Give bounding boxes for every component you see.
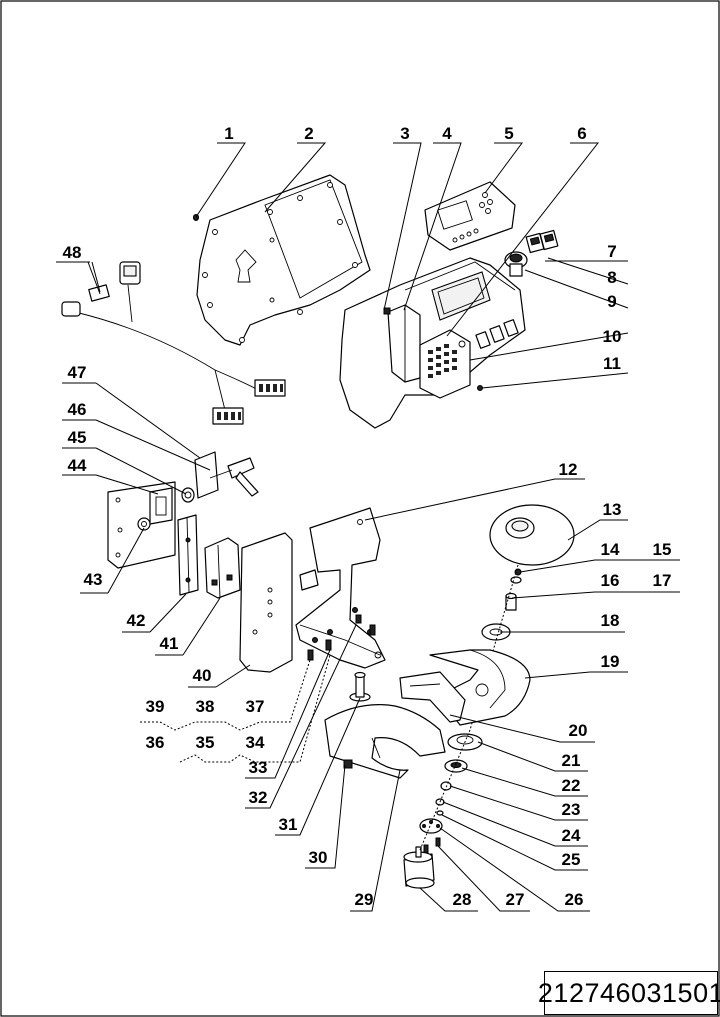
part-5-display-unit bbox=[424, 181, 516, 251]
drawing-number: 212746031501 bbox=[537, 977, 720, 1008]
callout-42: 42 bbox=[127, 611, 146, 630]
callout-21: 21 bbox=[562, 751, 581, 770]
callout-38: 38 bbox=[196, 697, 215, 716]
callout-36: 36 bbox=[146, 733, 165, 752]
assembly-axis bbox=[419, 729, 471, 851]
parts-14-18-column-parts bbox=[469, 564, 522, 731]
callout-28: 28 bbox=[453, 890, 472, 909]
part-28-motor bbox=[403, 846, 435, 889]
part-2-cover-plate bbox=[193, 174, 371, 346]
part-45-bushing bbox=[181, 487, 195, 503]
callout-11: 11 bbox=[603, 354, 621, 373]
part-12-main-bracket bbox=[295, 507, 386, 669]
parts-33-38-fasteners bbox=[307, 614, 376, 661]
callout-7: 7 bbox=[607, 242, 616, 261]
callout-34: 34 bbox=[246, 733, 265, 752]
part-22-bearing bbox=[444, 759, 468, 773]
callout-45: 45 bbox=[68, 428, 87, 447]
callout-30: 30 bbox=[309, 848, 328, 867]
callout-25: 25 bbox=[562, 850, 581, 869]
drawing-number-box: 212746031501 bbox=[538, 971, 720, 1015]
callout-labels: 1 2 3 4 5 6 7 8 9 10 11 12 13 14 15 16 1… bbox=[63, 124, 672, 909]
part-46-47-lever bbox=[194, 451, 259, 499]
callout-1: 1 bbox=[224, 124, 233, 143]
callout-35: 35 bbox=[196, 733, 215, 752]
callout-6: 6 bbox=[577, 124, 586, 143]
callout-10: 10 bbox=[603, 327, 622, 346]
callout-26: 26 bbox=[565, 890, 584, 909]
part-27-screws bbox=[423, 837, 441, 854]
parts-7-9-switches bbox=[504, 229, 559, 277]
part-4-bracket bbox=[383, 304, 421, 383]
part-29-seat-pad bbox=[324, 704, 446, 779]
leader-lines bbox=[56, 142, 680, 912]
callout-37: 37 bbox=[246, 697, 265, 716]
part-40-mount-plate bbox=[239, 532, 293, 673]
callout-43: 43 bbox=[84, 570, 103, 589]
callout-4: 4 bbox=[442, 124, 452, 143]
callout-47: 47 bbox=[68, 363, 87, 382]
part-48-wiring-harness bbox=[61, 261, 286, 425]
part-10-keypad bbox=[419, 329, 471, 399]
callout-12: 12 bbox=[559, 460, 578, 479]
callout-13: 13 bbox=[603, 500, 622, 519]
callout-5: 5 bbox=[504, 124, 513, 143]
callout-44: 44 bbox=[68, 456, 87, 475]
callout-18: 18 bbox=[601, 611, 620, 630]
callout-39: 39 bbox=[146, 697, 165, 716]
callout-15: 15 bbox=[653, 540, 672, 559]
callout-2: 2 bbox=[304, 124, 313, 143]
callout-16: 16 bbox=[601, 571, 620, 590]
part-26-flange bbox=[419, 818, 443, 834]
callout-14: 14 bbox=[601, 540, 620, 559]
callout-8: 8 bbox=[607, 268, 616, 287]
callout-27: 27 bbox=[506, 890, 525, 909]
part-11-screw bbox=[477, 385, 483, 391]
part-20-arm-bar bbox=[399, 671, 466, 723]
callout-48: 48 bbox=[63, 243, 82, 262]
callout-46: 46 bbox=[68, 400, 87, 419]
callout-3: 3 bbox=[400, 124, 409, 143]
callout-9: 9 bbox=[607, 292, 616, 311]
callout-19: 19 bbox=[601, 652, 620, 671]
part-43-roller bbox=[137, 517, 151, 531]
callout-24: 24 bbox=[562, 826, 581, 845]
callout-20: 20 bbox=[569, 721, 588, 740]
callout-31: 31 bbox=[279, 815, 298, 834]
callout-41: 41 bbox=[160, 634, 179, 653]
callout-33: 33 bbox=[249, 758, 268, 777]
part-42-rail bbox=[177, 514, 199, 596]
part-44-washer-plate bbox=[149, 487, 173, 525]
callout-23: 23 bbox=[562, 800, 581, 819]
callout-22: 22 bbox=[562, 776, 581, 795]
callout-40: 40 bbox=[193, 666, 212, 685]
part-23-cone bbox=[440, 781, 452, 791]
callout-32: 32 bbox=[249, 788, 268, 807]
part-30-fitting bbox=[343, 759, 353, 769]
callout-17: 17 bbox=[653, 571, 672, 590]
part-31-post bbox=[349, 671, 371, 702]
part-13-round-pad bbox=[489, 504, 575, 566]
callout-29: 29 bbox=[355, 890, 374, 909]
part-41-block bbox=[204, 537, 241, 599]
part-21-bearing-housing bbox=[447, 733, 483, 751]
